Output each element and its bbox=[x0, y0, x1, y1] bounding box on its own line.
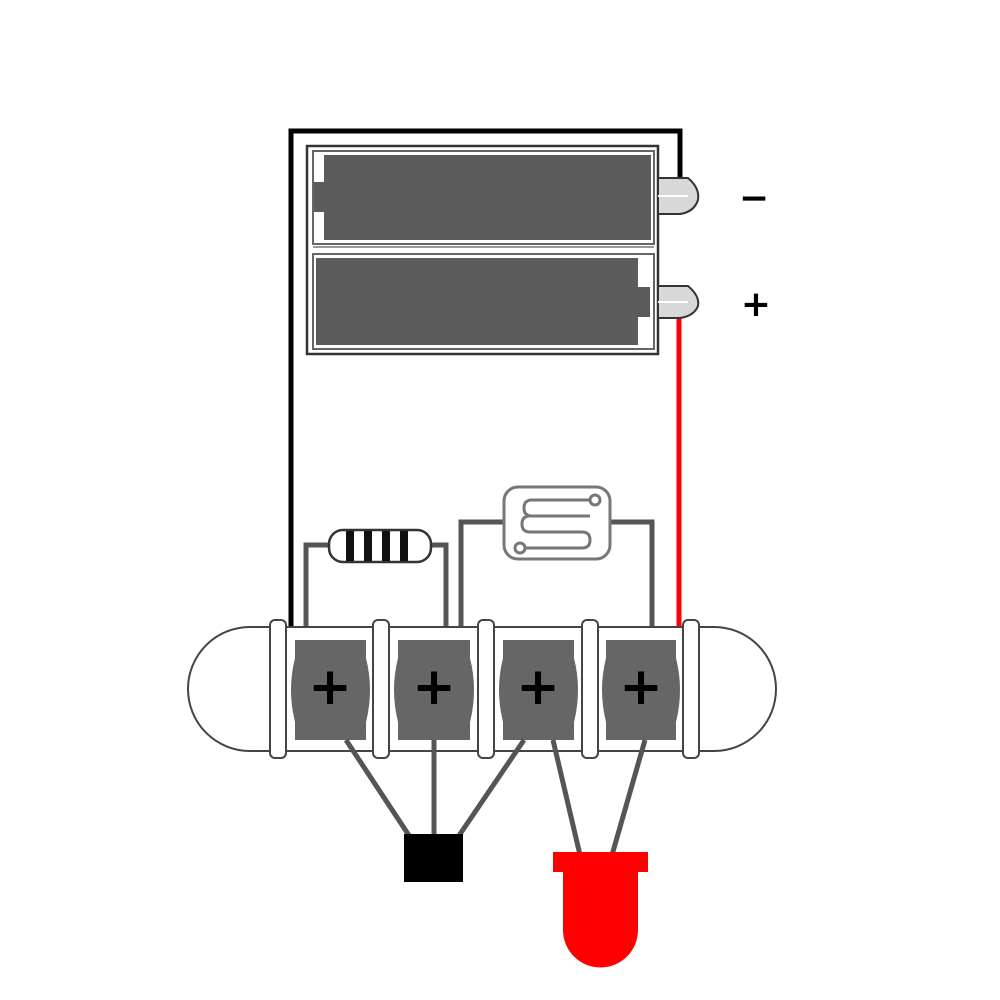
resistor bbox=[303, 528, 449, 640]
battery-cell-top bbox=[312, 150, 655, 248]
screw-terminal-3: + bbox=[499, 640, 578, 740]
led bbox=[553, 852, 648, 968]
screw-symbol: + bbox=[412, 657, 456, 717]
terminal-block: + + + + bbox=[187, 619, 777, 759]
screw-terminal-2: + bbox=[394, 640, 474, 740]
led-leads bbox=[550, 739, 648, 856]
battery-holder: − + bbox=[305, 144, 771, 356]
transistor-leads bbox=[343, 738, 527, 842]
battery-cell-bottom bbox=[312, 253, 655, 350]
transistor bbox=[404, 834, 463, 882]
black-wire bbox=[288, 128, 683, 675]
screw-terminal-1: + bbox=[291, 640, 370, 740]
screw-symbol: + bbox=[516, 657, 560, 717]
photoresistor bbox=[458, 485, 655, 640]
battery-plus-label: + bbox=[741, 284, 771, 325]
screw-symbol: + bbox=[308, 657, 352, 717]
screw-symbol: + bbox=[619, 657, 663, 717]
screw-terminal-4: + bbox=[602, 640, 680, 740]
battery-minus-label: − bbox=[739, 178, 769, 219]
